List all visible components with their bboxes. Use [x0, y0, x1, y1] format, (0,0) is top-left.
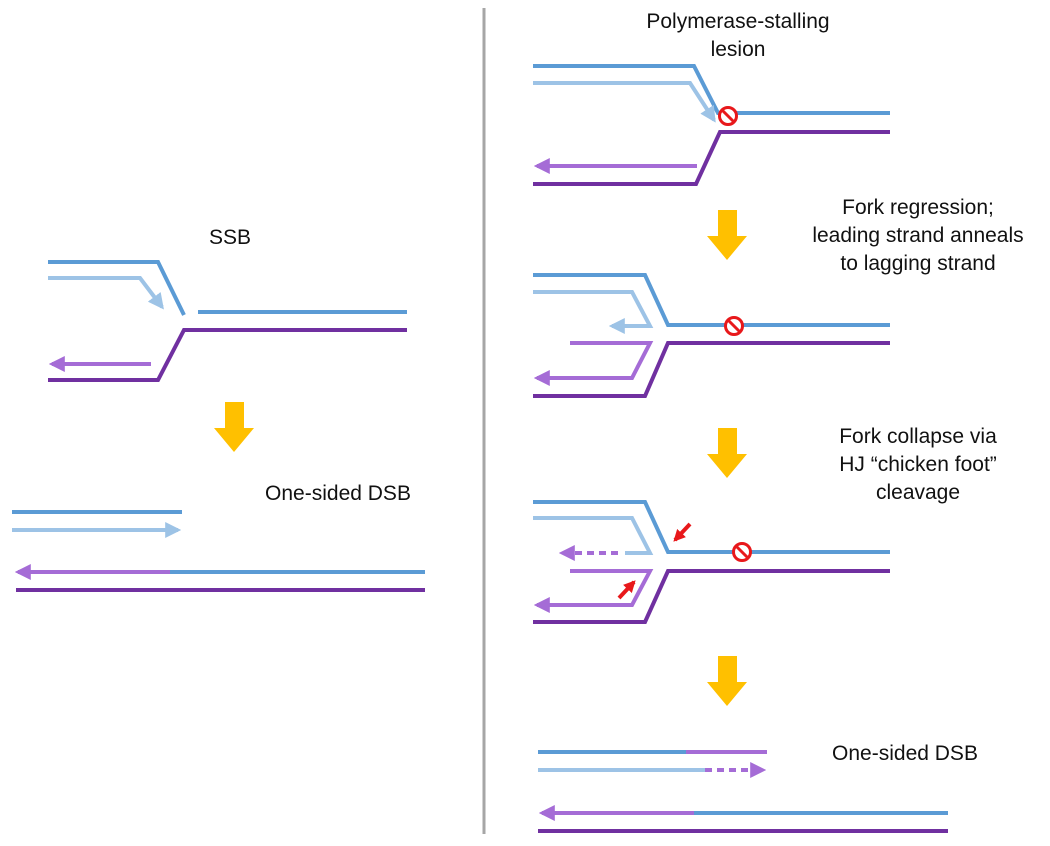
- ssb-fork: [48, 260, 407, 382]
- cleavage-arrow-icon: [673, 522, 692, 542]
- right-panel: Polymerase-stalling lesion Fork regressi…: [533, 10, 1024, 833]
- flow-arrow-icon: [707, 656, 747, 706]
- lesion-icon: [724, 316, 744, 336]
- collapse-label: Fork collapse via: [839, 425, 997, 448]
- dsb-product-left: [12, 510, 425, 592]
- nascent-leading-strand: [533, 290, 654, 334]
- regression-label: to lagging strand: [840, 252, 995, 275]
- parental-top-strand: [48, 260, 186, 316]
- lesion-icon: [718, 106, 738, 126]
- regressed-fork: [533, 273, 890, 398]
- nascent-lagging-strand: [533, 341, 654, 386]
- collapse-label: cleavage: [876, 481, 960, 504]
- flow-arrow-icon: [214, 402, 254, 452]
- cleavage-arrow-icon: [617, 580, 636, 600]
- stalled-fork: [533, 64, 890, 186]
- parental-top-strand: [533, 500, 890, 554]
- left-panel: SSB One-sided DSB: [12, 226, 425, 592]
- parental-bottom-strand: [533, 569, 890, 624]
- nascent-lagging-strand: [533, 569, 654, 613]
- lesion-label: lesion: [711, 38, 766, 61]
- nascent-leading-strand: [48, 276, 164, 310]
- parental-bottom-strand: [533, 341, 890, 398]
- parental-bottom-strand: [533, 130, 890, 186]
- regression-label: leading strand anneals: [812, 224, 1023, 247]
- regression-label: Fork regression;: [842, 196, 994, 219]
- nascent-leading-strand: [533, 81, 716, 123]
- parental-top-strand: [533, 64, 890, 115]
- one-sided-dsb-label-left: One-sided DSB: [265, 482, 411, 505]
- chicken-foot-fork: [533, 500, 890, 624]
- dsb-product-right: [538, 750, 948, 833]
- collapse-label: HJ “chicken foot”: [839, 453, 997, 476]
- parental-top-strand: [533, 273, 890, 327]
- nascent-leading-strand: [533, 516, 654, 555]
- flow-arrow-icon: [707, 210, 747, 260]
- ssb-label: SSB: [209, 226, 251, 249]
- lesion-label: Polymerase-stalling: [646, 10, 829, 33]
- parental-bottom-strand: [48, 328, 407, 382]
- one-sided-dsb-label-right: One-sided DSB: [832, 742, 978, 765]
- flow-arrow-icon: [707, 428, 747, 478]
- lesion-icon: [732, 542, 752, 562]
